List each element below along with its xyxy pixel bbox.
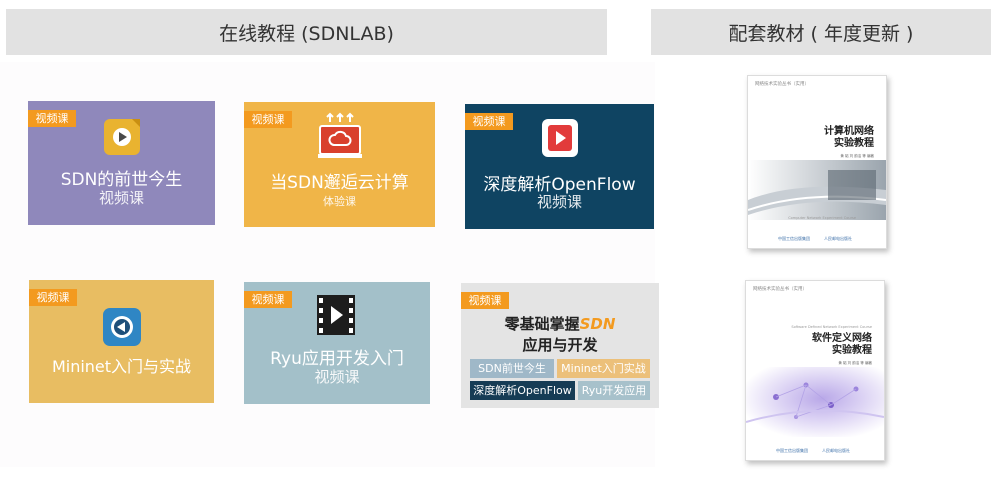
course-title: Mininet入门与实战 <box>51 357 192 376</box>
course-title: Ryu应用开发入门 <box>270 349 404 369</box>
play-icon <box>104 119 140 155</box>
book-title: 计算机网络 实验教程 <box>824 126 874 150</box>
bundle-title-line2: 应用与开发 <box>522 336 598 354</box>
upload-cloud-icon <box>318 112 362 158</box>
course-card-mininet[interactable]: 视频课 Mininet入门与实战 <box>29 280 214 403</box>
textbook-sdn[interactable]: 网络技术实验丛书（实用） Software Defined Network Ex… <box>745 280 885 461</box>
book-publisher-2: 人民邮电出版社 <box>824 236 852 241</box>
video-course-tag: 视频课 <box>244 111 292 128</box>
course-card-sdn-history[interactable]: 视频课 SDN的前世今生 视频课 <box>28 101 215 225</box>
video-course-tag: 视频课 <box>244 291 292 308</box>
course-card-ryu[interactable]: 视频课 Ryu应用开发入门 视频课 <box>244 282 430 404</box>
textbook-computer-network[interactable]: 网络技术实验丛书（实用） 计算机网络 实验教程 黄 韬 刘 韵洁 等 编著 Co… <box>747 75 887 249</box>
book-publisher-1: 中国工信出版集团 <box>778 236 810 241</box>
play-icon <box>542 119 578 157</box>
bundle-item-ryu[interactable]: Ryu开发应用 <box>578 381 650 400</box>
bundle-item-mininet[interactable]: Mininet入门实战 <box>557 359 650 378</box>
bundle-title-highlight: SDN <box>579 315 616 333</box>
book-subtitle: Computer Network Experiment Course <box>788 216 856 220</box>
book-subtitle: Software Defined Network Experiment Cour… <box>791 325 872 329</box>
bundle-title-prefix: 零基础掌握 <box>504 315 580 333</box>
book-title-line1: 软件定义网络 <box>812 333 872 344</box>
bundle-title: 零基础掌握SDN <box>461 313 659 334</box>
course-subtitle: 视频课 <box>98 189 144 207</box>
course-subtitle: 视频课 <box>536 193 582 211</box>
course-title: SDN的前世今生 <box>60 170 183 190</box>
book-series: 网络技术实验丛书（实用） <box>755 82 809 87</box>
book-cover-art <box>746 367 884 437</box>
book-title-line2: 实验教程 <box>832 345 872 356</box>
bundle-item-openflow[interactable]: 深度解析OpenFlow <box>470 381 575 400</box>
book-title-line2: 实验教程 <box>834 138 874 149</box>
course-card-sdn-cloud[interactable]: 视频课 当SDN邂逅云计算 体验课 <box>244 102 435 227</box>
video-course-tag: 视频课 <box>465 113 513 130</box>
book-title: 软件定义网络 实验教程 <box>812 333 872 357</box>
course-card-openflow[interactable]: 视频课 深度解析OpenFlow 视频课 <box>465 104 654 229</box>
video-course-tag: 视频课 <box>461 292 509 309</box>
book-authors: 黄 韬 刘 韵洁 等 编著 <box>838 361 872 365</box>
online-tutorials-header: 在线教程 (SDNLAB) <box>6 9 607 55</box>
course-title: 当SDN邂逅云计算 <box>270 173 409 193</box>
book-publisher-1: 中国工信出版集团 <box>776 448 808 453</box>
book-series: 网络技术实验丛书（实用） <box>753 287 807 292</box>
book-authors: 黄 韬 刘 韵洁 等 编著 <box>840 154 874 158</box>
course-title: 深度解析OpenFlow <box>483 175 636 195</box>
book-cover-art <box>748 160 886 220</box>
book-publisher-2: 人民邮电出版社 <box>822 448 850 453</box>
book-title-line1: 计算机网络 <box>824 126 874 137</box>
course-subtitle: 视频课 <box>314 368 360 386</box>
textbooks-header: 配套教材 ( 年度更新 ) <box>651 9 991 55</box>
film-play-icon <box>317 295 355 335</box>
video-course-tag: 视频课 <box>28 110 76 127</box>
back-arrow-icon <box>103 308 141 346</box>
course-bundle-card[interactable]: 视频课 零基础掌握SDN 应用与开发 SDN前世今生 Mininet入门实战 深… <box>461 283 659 408</box>
video-course-tag: 视频课 <box>29 289 77 306</box>
course-subtitle: 体验课 <box>323 195 356 208</box>
bundle-item-sdn[interactable]: SDN前世今生 <box>470 359 554 378</box>
